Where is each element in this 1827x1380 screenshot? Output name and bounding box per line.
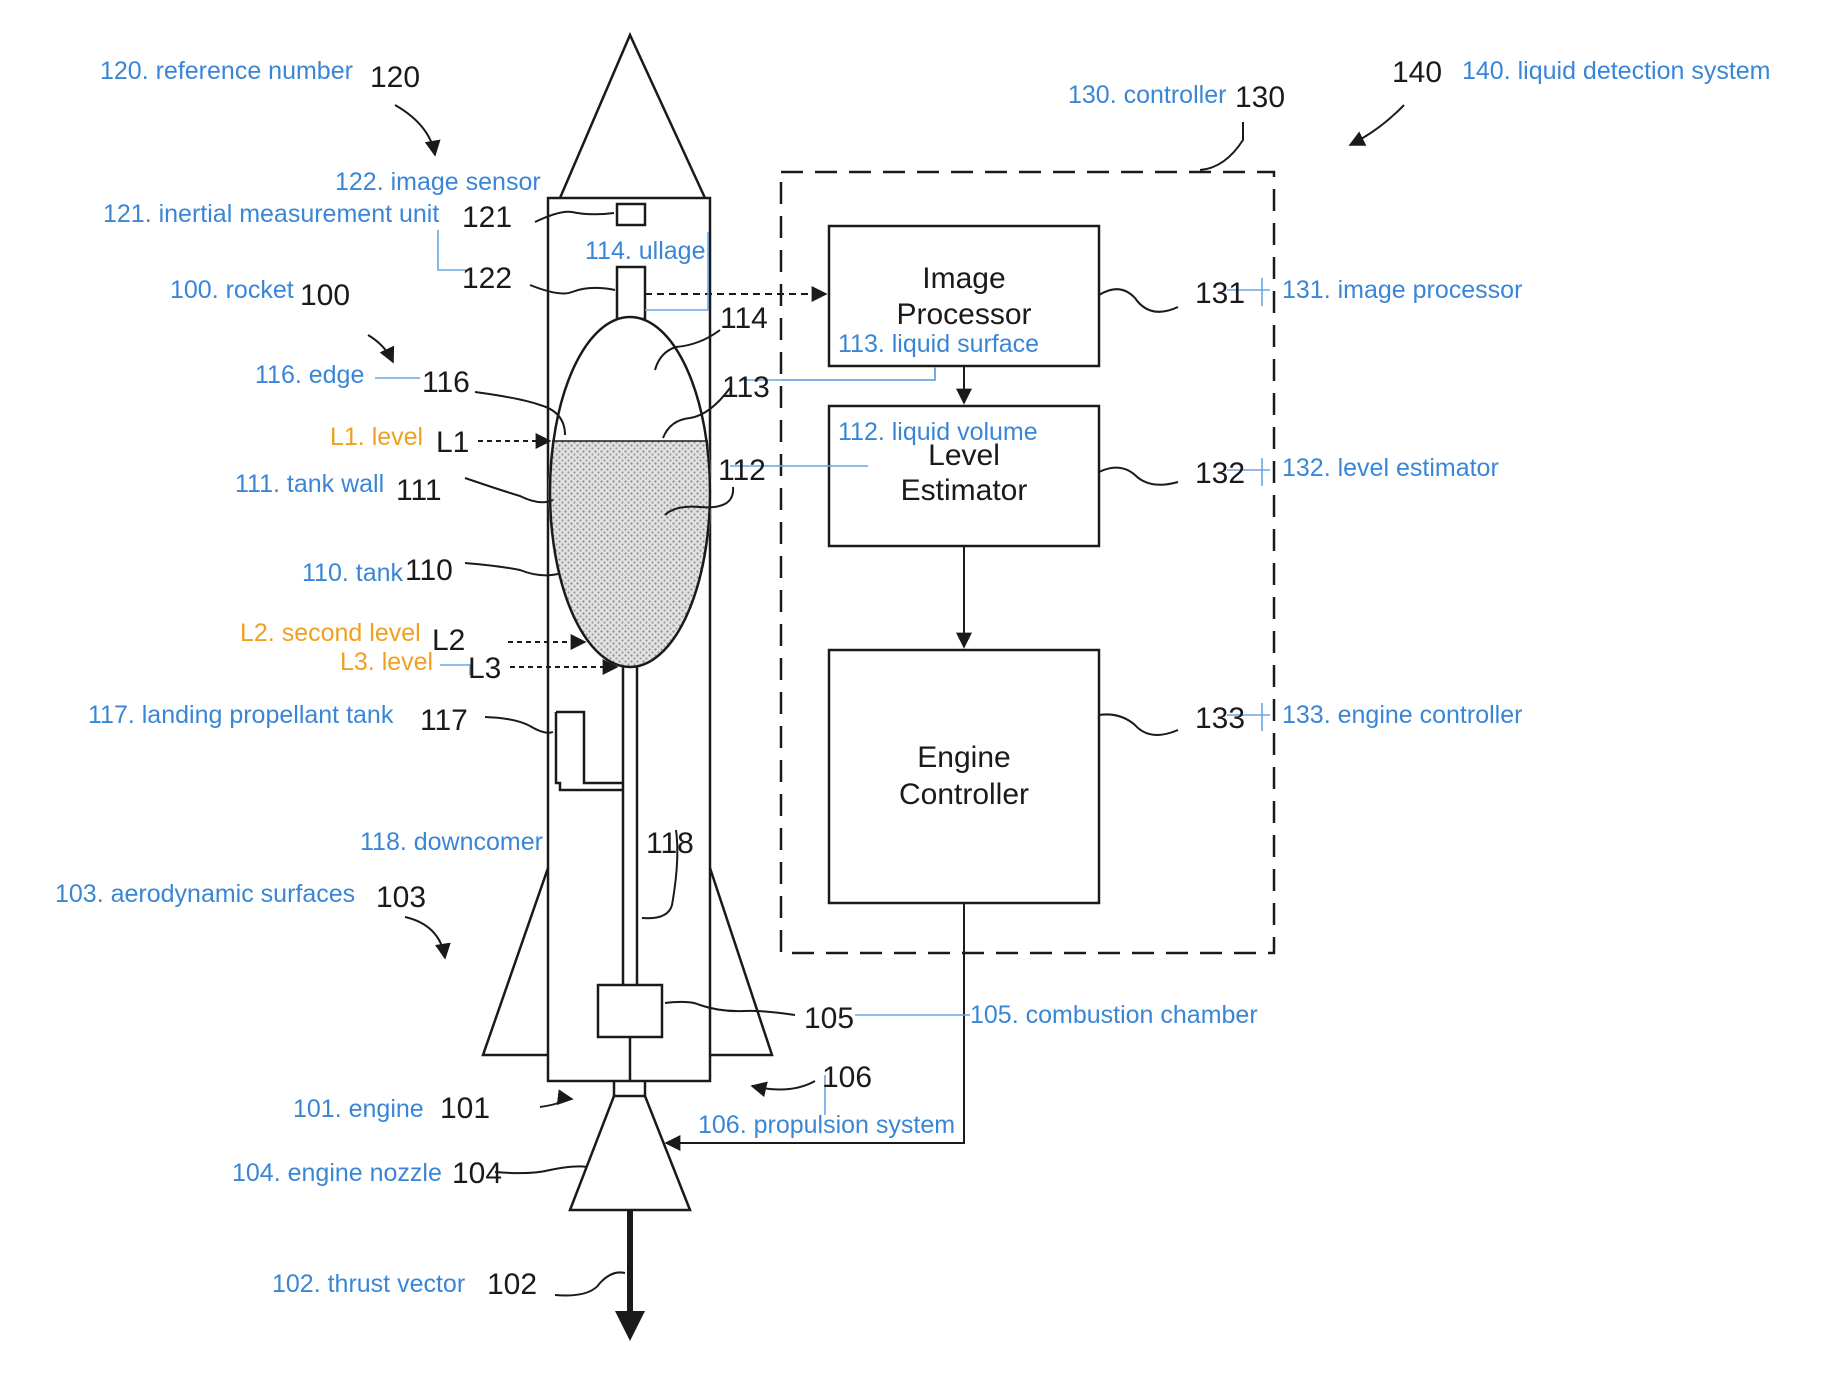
label-118: 118. downcomer — [360, 828, 543, 856]
annotation-leaders — [375, 230, 1270, 1115]
label-120: 120. reference number — [100, 57, 353, 85]
landing-propellant-tank — [554, 710, 623, 792]
rocket-nose-cone — [558, 31, 707, 199]
ref-132: 132 — [1195, 457, 1245, 490]
ref-105: 105 — [804, 1002, 854, 1035]
level-estimator-title-2: Estimator — [901, 474, 1028, 507]
label-112: 112. liquid volume — [838, 418, 1038, 446]
engine-throat — [612, 1081, 647, 1098]
tank — [548, 315, 712, 669]
image-processor-title-1: Image — [922, 262, 1005, 295]
engine-controller-title-2: Controller — [899, 778, 1029, 811]
annotation-labels: 120. reference number 130. controller 14… — [55, 57, 1771, 1298]
ref-L1: L1 — [436, 426, 469, 459]
ref-114: 114 — [720, 302, 768, 335]
label-122: 122. image sensor — [335, 168, 541, 196]
label-L3: L3. level — [340, 648, 433, 676]
label-132: 132. level estimator — [1282, 454, 1499, 482]
engine-nozzle — [568, 1095, 692, 1212]
reference-numbers: 120 130 140 121 122 100 114 113 116 L1 1… — [300, 56, 1442, 1301]
combustion-chamber — [596, 983, 664, 1039]
ref-133: 133 — [1195, 702, 1245, 735]
label-103: 103. aerodynamic surfaces — [55, 880, 355, 908]
label-106: 106. propulsion system — [698, 1111, 955, 1139]
ref-121: 121 — [462, 201, 512, 234]
ref-100: 100 — [300, 279, 350, 312]
ref-140: 140 — [1392, 56, 1442, 89]
ref-112: 112 — [718, 454, 766, 487]
ref-102: 102 — [487, 1268, 537, 1301]
engine-command-line — [664, 903, 965, 1151]
ref-L3: L3 — [468, 652, 501, 685]
image-sensor — [615, 265, 647, 321]
level-estimator-title-1: Level — [928, 439, 1000, 472]
ref-101: 101 — [440, 1092, 490, 1125]
inertial-measurement-unit — [615, 202, 647, 227]
ref-118: 118 — [646, 827, 694, 860]
label-130: 130. controller — [1068, 81, 1226, 109]
engine-controller-title-1: Engine — [917, 741, 1010, 774]
ref-106: 106 — [822, 1061, 872, 1094]
level-arrows — [478, 433, 619, 675]
label-113: 113. liquid surface — [838, 330, 1039, 358]
label-121: 121. inertial measurement unit — [103, 200, 439, 228]
ref-103: 103 — [376, 881, 426, 914]
ref-117: 117 — [420, 704, 468, 737]
ref-131: 131 — [1195, 277, 1245, 310]
label-117: 117. landing propellant tank — [88, 701, 394, 729]
ref-104: 104 — [452, 1157, 502, 1190]
label-110: 110. tank — [302, 559, 404, 587]
left-fin — [481, 867, 550, 1057]
label-116: 116. edge — [255, 361, 364, 389]
ref-122: 122 — [462, 262, 512, 295]
label-140: 140. liquid detection system — [1462, 57, 1771, 85]
right-fin — [708, 867, 774, 1057]
controller — [645, 170, 1276, 1151]
ref-120: 120 — [370, 61, 420, 94]
controller-dashed-boundary — [779, 170, 1276, 955]
ref-116: 116 — [422, 366, 470, 399]
ink-leaders — [367, 104, 1405, 1297]
label-101: 101. engine — [293, 1095, 424, 1123]
label-131: 131. image processor — [1282, 276, 1522, 304]
rocket — [481, 31, 774, 1341]
ref-L2: L2 — [432, 624, 465, 657]
engine-controller-box — [827, 648, 1101, 905]
ref-113: 113 — [722, 371, 770, 404]
label-105: 105. combustion chamber — [970, 1001, 1258, 1029]
image-processor-title-2: Processor — [896, 298, 1031, 331]
label-104: 104. engine nozzle — [232, 1159, 442, 1187]
ref-111: 111 — [396, 474, 442, 507]
liquid-volume — [548, 441, 712, 668]
label-111: 111. tank wall — [235, 470, 384, 498]
label-102: 102. thrust vector — [272, 1270, 465, 1298]
label-100: 100. rocket — [170, 276, 294, 304]
ref-130: 130 — [1235, 81, 1285, 114]
label-114: 114. ullage — [585, 237, 705, 265]
ref-110: 110 — [405, 554, 453, 587]
label-L2: L2. second level — [240, 619, 421, 647]
label-133: 133. engine controller — [1282, 701, 1522, 729]
label-L1: L1. level — [330, 423, 423, 451]
